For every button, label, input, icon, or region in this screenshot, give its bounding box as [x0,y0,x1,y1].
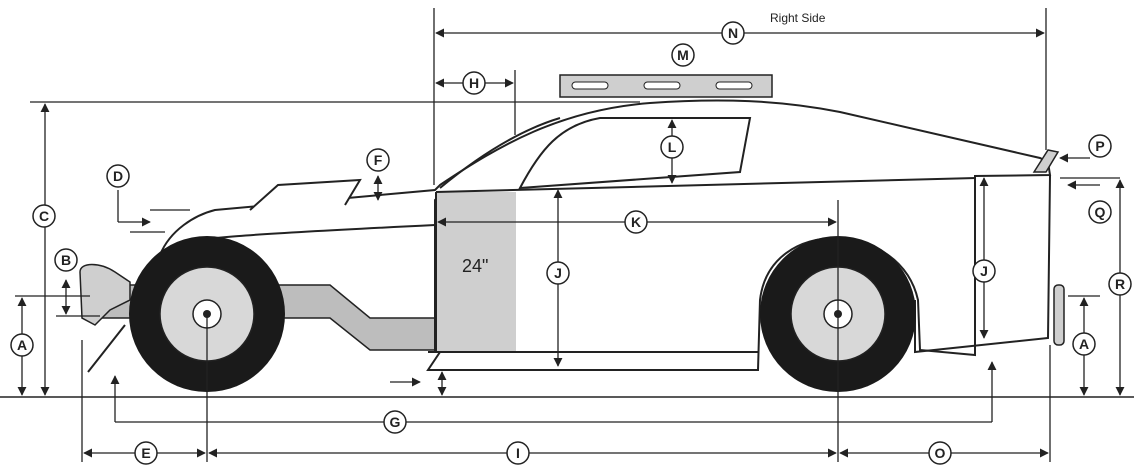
side-window [518,117,752,190]
label-n-text: N [728,25,738,41]
label-o-text: O [935,445,946,461]
car-body [159,99,1052,371]
front-bumper [79,263,131,326]
label-i-text: I [516,445,520,461]
label-e: E [134,441,158,465]
label-b: B [54,248,78,272]
a-pillar-line [439,117,561,189]
label-q: Q [1088,200,1112,224]
label-l-text: L [668,139,677,155]
roof-wing-slot [643,81,681,90]
label-a-rear-text: A [1079,336,1089,352]
label-j-door-text: J [554,265,562,281]
label-b-text: B [61,252,71,268]
body-side-line [435,177,977,193]
label-d-text: D [113,168,123,184]
hood-scoop [249,178,362,211]
label-k-text: K [631,214,641,230]
label-j-rear-text: J [980,263,988,279]
label-c: C [32,204,56,228]
label-c-text: C [39,208,49,224]
label-p: P [1088,134,1112,158]
label-g: G [383,410,407,434]
rear-bumper [1053,284,1065,346]
label-p-text: P [1095,138,1104,154]
label-a-rear: A [1072,332,1096,356]
roof-wing-slot [715,81,753,90]
label-d: D [106,164,130,188]
label-a-front: A [10,333,34,357]
right-side-label: Right Side [770,11,826,25]
label-f: F [366,148,390,172]
label-r-text: R [1115,276,1125,292]
label-j-door: J [546,261,570,285]
label-i: I [506,441,530,465]
door-panel-label: 24" [462,256,488,276]
label-o: O [928,441,952,465]
label-g-text: G [390,414,401,430]
label-l: L [660,135,684,159]
front-air-dam [87,324,126,373]
label-e-text: E [141,445,150,461]
label-h-text: H [469,75,479,91]
label-n: N [721,21,745,45]
roof-wing-slot [571,81,609,90]
label-j-rear: J [972,259,996,283]
label-h: H [462,71,486,95]
label-a-front-text: A [17,337,27,353]
rear-spoiler [1032,149,1060,173]
label-k: K [624,210,648,234]
label-q-text: Q [1095,204,1106,220]
label-f-text: F [374,152,383,168]
label-r: R [1108,272,1132,296]
label-m: M [671,43,695,67]
label-m-text: M [677,47,689,63]
